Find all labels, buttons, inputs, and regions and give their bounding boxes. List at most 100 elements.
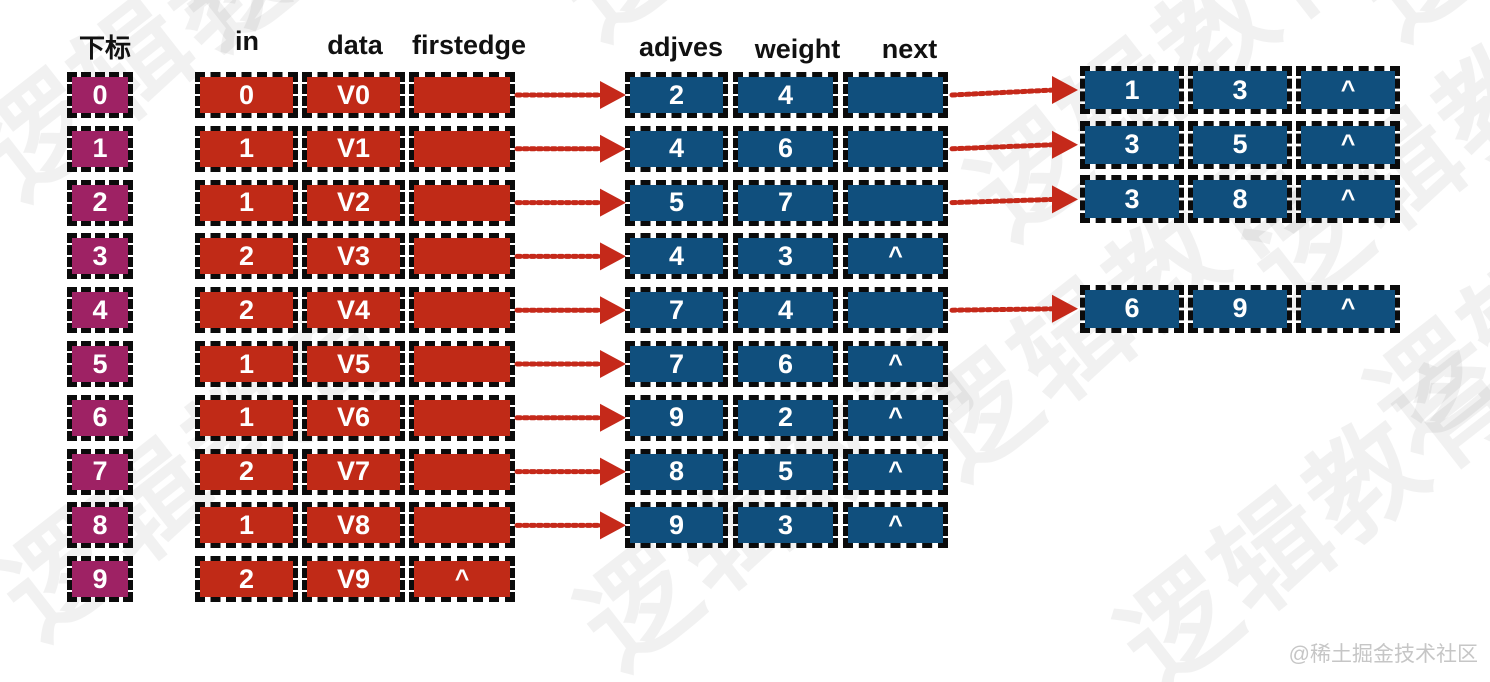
index-column-header: 下标 — [78, 33, 131, 63]
index-box: 5 — [67, 341, 133, 387]
vertex-cell-firstedge: ^ — [409, 556, 515, 603]
vertex-cell-data: V9 — [302, 556, 405, 603]
vertex-cell-firstedge — [409, 502, 515, 549]
edge-cell-next: ^ — [1296, 284, 1400, 333]
vertex-cell-data: V4 — [302, 287, 405, 334]
vertex-cell-firstedge — [409, 233, 515, 280]
edge-cell-weight: 6 — [733, 125, 838, 172]
vertex-cell-firstedge — [409, 341, 515, 387]
pointer-arrow-head — [600, 350, 626, 378]
vertex-cell-data: V5 — [302, 341, 405, 387]
edge-cell-adjves: 6 — [1080, 284, 1184, 333]
vertex-cell-in: 1 — [195, 125, 298, 172]
null-pointer-caret: ^ — [1340, 294, 1356, 323]
edge-cell-next — [843, 72, 948, 118]
edge-cell-next: ^ — [1296, 120, 1400, 169]
edge-cell-adjves: 1 — [1080, 66, 1184, 114]
col-header-next: next — [881, 34, 938, 64]
index-box: 1 — [67, 125, 133, 172]
edge-cell-adjves: 3 — [1080, 175, 1184, 224]
pointer-arrow-head — [600, 242, 626, 271]
edge-cell-adjves: 3 — [1080, 120, 1184, 169]
edge-cell-adjves: 2 — [625, 72, 728, 118]
edge-cell-next — [843, 125, 948, 172]
edge-cell-next: ^ — [843, 341, 948, 387]
pointer-arrow-head — [600, 296, 626, 325]
col-header-in: in — [235, 26, 259, 56]
edge-cell-adjves: 4 — [625, 125, 728, 172]
vertex-cell-firstedge — [409, 72, 515, 118]
vertex-cell-in: 1 — [195, 341, 298, 387]
index-box: 0 — [67, 72, 133, 118]
vertex-cell-data: V6 — [302, 394, 405, 441]
vertex-cell-in: 1 — [195, 502, 298, 549]
null-pointer-caret: ^ — [454, 564, 470, 593]
index-box: 8 — [67, 502, 133, 549]
vertex-cell-data: V7 — [302, 448, 405, 495]
null-pointer-caret: ^ — [1340, 75, 1356, 104]
edge-cell-adjves: 9 — [625, 502, 728, 549]
edge-cell-adjves: 9 — [625, 394, 728, 441]
index-box: 2 — [67, 179, 133, 226]
edge-cell-weight: 3 — [733, 233, 838, 280]
edge-cell-weight: 2 — [733, 394, 838, 441]
null-pointer-caret: ^ — [1340, 184, 1356, 213]
edge-cell-weight: 8 — [1188, 175, 1292, 224]
pointer-arrow-head — [600, 81, 626, 109]
col-header-data: data — [327, 30, 383, 60]
edge-cell-next: ^ — [843, 394, 948, 441]
edge-cell-next: ^ — [1296, 66, 1400, 114]
index-box: 4 — [67, 287, 133, 334]
col-header-weight: weight — [754, 34, 841, 64]
index-box: 7 — [67, 448, 133, 495]
vertex-cell-in: 2 — [195, 556, 298, 603]
edge-cell-adjves: 5 — [625, 179, 728, 226]
edge-cell-next — [843, 179, 948, 226]
edge-cell-weight: 3 — [1188, 66, 1292, 114]
vertex-cell-in: 2 — [195, 287, 298, 334]
edge-cell-next: ^ — [843, 448, 948, 495]
edge-cell-weight: 9 — [1188, 284, 1292, 333]
index-box: 3 — [67, 233, 133, 280]
index-box: 9 — [67, 556, 133, 603]
pointer-arrow-head — [600, 188, 626, 217]
index-box: 6 — [67, 394, 133, 441]
vertex-cell-in: 2 — [195, 448, 298, 495]
edge-cell-weight: 7 — [733, 179, 838, 226]
vertex-cell-data: V0 — [302, 72, 405, 118]
edge-cell-weight: 4 — [733, 72, 838, 118]
null-pointer-caret: ^ — [888, 457, 903, 486]
pointer-arrow-line — [949, 142, 1057, 152]
edge-cell-next: ^ — [843, 502, 948, 549]
null-pointer-caret: ^ — [888, 510, 903, 539]
null-pointer-caret: ^ — [1340, 130, 1356, 159]
pointer-arrow-head — [1052, 185, 1078, 214]
watermark-text: 逻辑教育 — [1097, 321, 1490, 682]
null-pointer-caret: ^ — [888, 403, 903, 432]
vertex-cell-firstedge — [409, 287, 515, 334]
pointer-arrow-head — [1052, 130, 1078, 159]
vertex-cell-data: V1 — [302, 125, 405, 172]
edge-cell-next: ^ — [1296, 175, 1400, 224]
edge-cell-next — [843, 287, 948, 334]
pointer-arrow-line — [949, 87, 1057, 98]
col-header-adjves: adjves — [638, 32, 724, 62]
edge-cell-weight: 3 — [733, 502, 838, 549]
edge-cell-adjves: 4 — [625, 233, 728, 280]
vertex-cell-firstedge — [409, 448, 515, 495]
col-header-firstedge: firstedge — [411, 30, 527, 60]
vertex-cell-data: V8 — [302, 502, 405, 549]
pointer-arrow-head — [1052, 76, 1078, 104]
pointer-arrow-head — [600, 403, 626, 432]
pointer-arrow-head — [600, 134, 626, 163]
vertex-cell-in: 0 — [195, 72, 298, 118]
vertex-cell-in: 1 — [195, 394, 298, 441]
credit-watermark: @稀土掘金技术社区 — [1288, 643, 1478, 666]
pointer-arrow-line — [949, 306, 1057, 313]
pointer-arrow-line — [949, 196, 1057, 206]
vertex-cell-firstedge — [409, 394, 515, 441]
edge-cell-weight: 5 — [733, 448, 838, 495]
vertex-cell-data: V3 — [302, 233, 405, 280]
pointer-arrow-head — [1052, 294, 1078, 323]
